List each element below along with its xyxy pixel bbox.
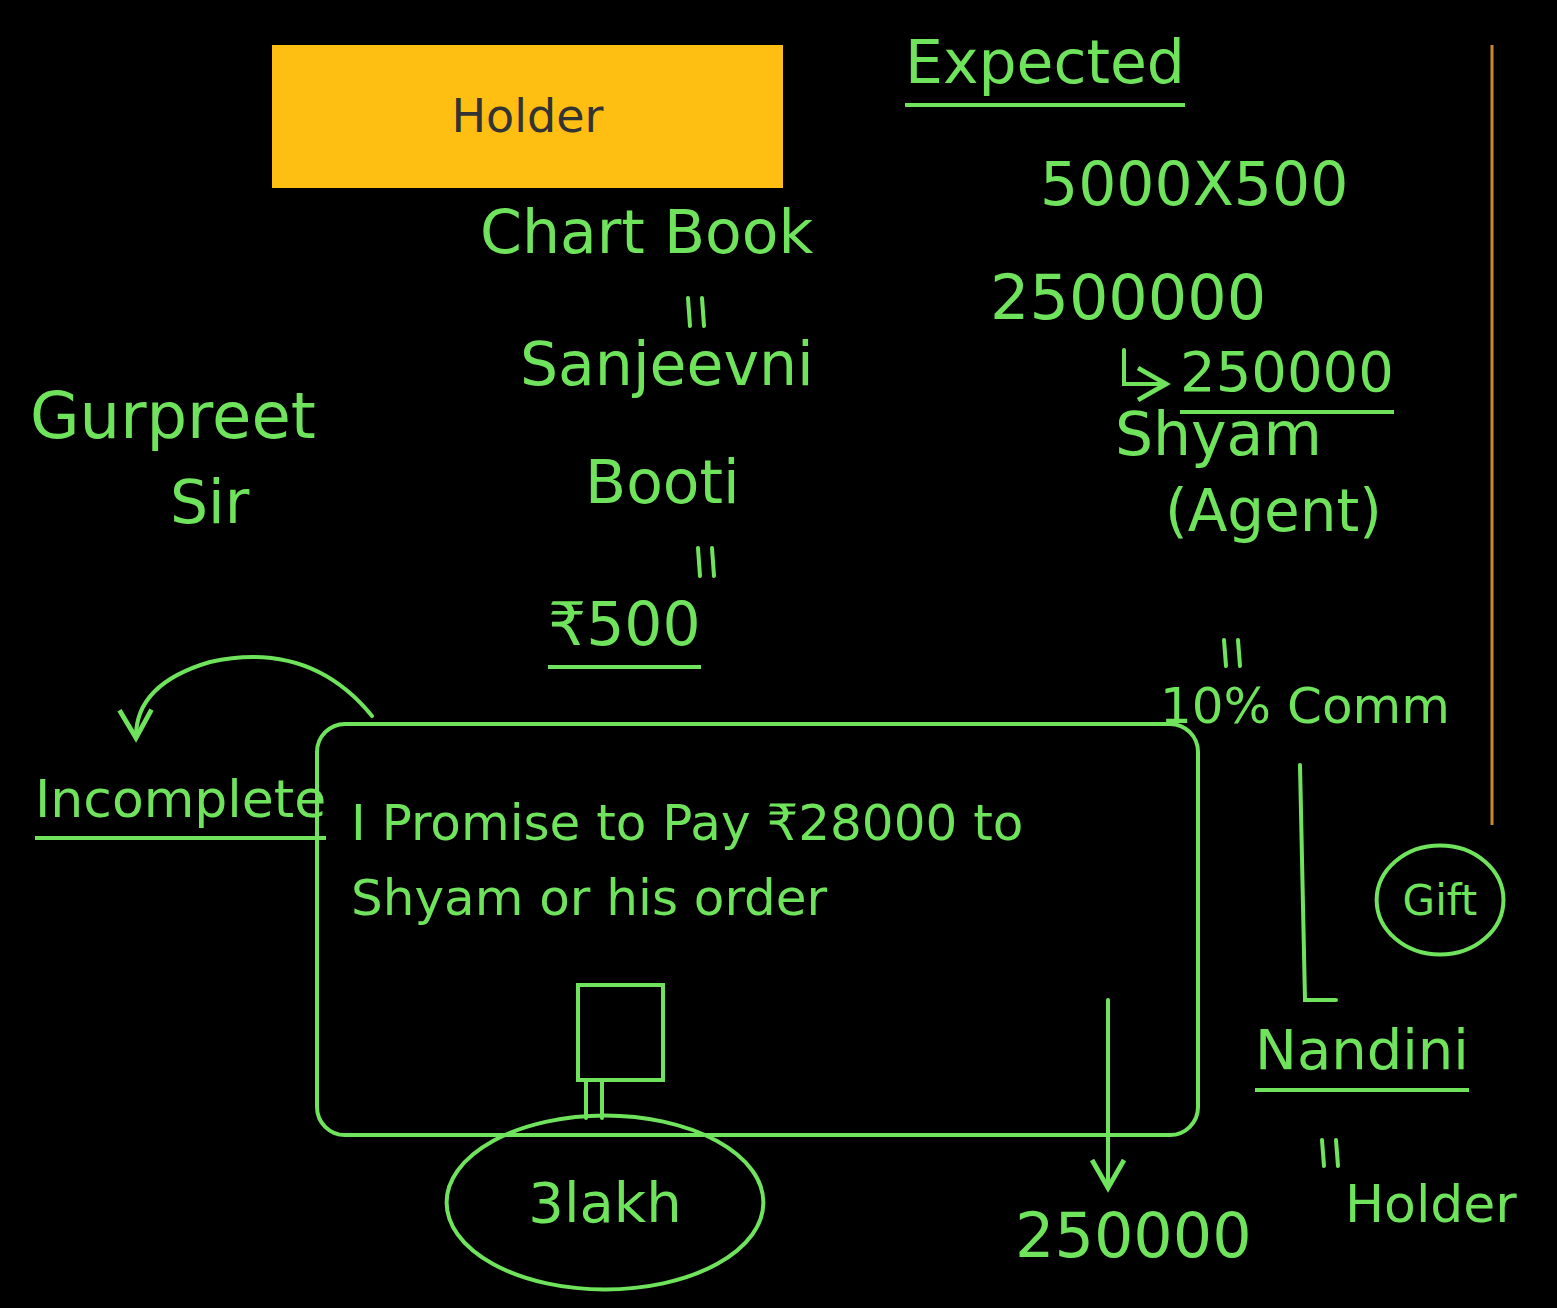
node-text: Holder <box>452 82 604 151</box>
title-box: Holder <box>272 45 783 188</box>
handwritten-note: Chart Book <box>480 198 813 267</box>
handwritten-note: Shyam <box>1115 400 1322 469</box>
stamp-square <box>578 985 663 1080</box>
handwritten-note: Expected <box>905 28 1185 107</box>
equals-mark <box>688 298 704 326</box>
divider-line <box>1491 45 1494 825</box>
handwritten-note: ₹500 <box>548 590 701 669</box>
hook-arrow <box>1124 350 1166 384</box>
handwritten-note: 10% Comm <box>1160 678 1450 736</box>
handwritten-note: Sir <box>170 468 249 537</box>
handwritten-note: Sanjeevni <box>520 330 814 399</box>
equals-mark <box>1224 640 1240 666</box>
handwritten-note: Booti <box>585 448 740 517</box>
amount-arrow <box>1106 1000 1110 1188</box>
gift-line <box>1300 765 1336 1000</box>
handwritten-note: 5000X500 <box>1040 150 1348 219</box>
handwritten-note: 2500000 <box>990 262 1266 333</box>
handwritten-note: Incomplete <box>35 770 326 840</box>
equals-mark <box>698 548 714 576</box>
promissory-note: I Promise to Pay ₹28000 to Shyam or his … <box>315 722 1200 1137</box>
stamp-link <box>586 1082 602 1118</box>
equals-mark <box>1322 1140 1338 1166</box>
node-text: 3lakh <box>528 1161 681 1245</box>
handwritten-note: 250000 <box>1015 1200 1252 1271</box>
handwritten-note: Nandini <box>1255 1018 1469 1092</box>
handwritten-note: Holder <box>1345 1175 1517 1235</box>
node-text: I Promise to Pay ₹28000 to Shyam or his … <box>351 786 1071 936</box>
node-text: Gift <box>1403 869 1478 932</box>
handwritten-note: Gurpreet <box>30 380 316 454</box>
handwritten-note: (Agent) <box>1165 478 1382 545</box>
gift-circle: Gift <box>1374 842 1506 958</box>
amount-oval: 3lakh <box>440 1110 770 1295</box>
